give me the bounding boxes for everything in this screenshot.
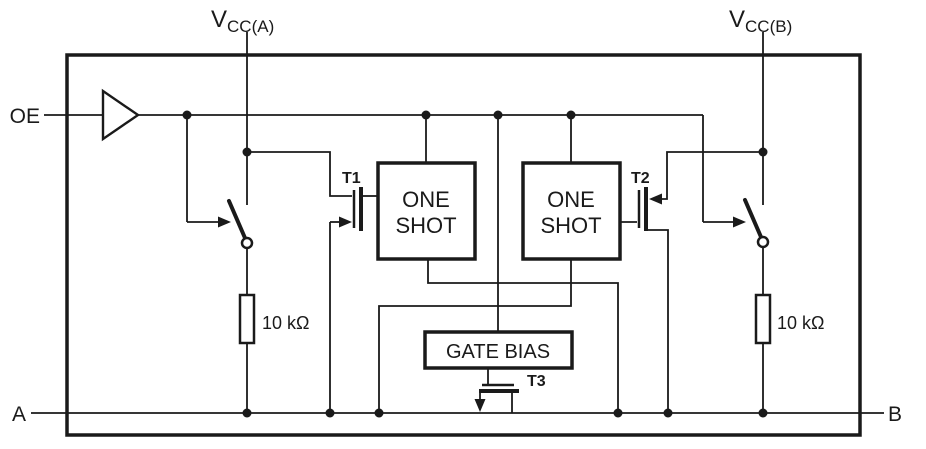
one-shot-a-label-line2: SHOT — [395, 213, 456, 238]
junction-dot — [242, 408, 252, 418]
junction-dots — [182, 110, 768, 418]
junction-dot — [421, 110, 431, 120]
one-shot-a-block: ONE SHOT — [376, 115, 619, 413]
transistor-t2: T2 — [620, 151, 763, 413]
switch-a-contact-icon — [240, 236, 254, 250]
gate-bias-box — [423, 330, 574, 370]
ab-bus: A B — [12, 403, 902, 426]
resistor-b-value: 10 kΩ — [777, 313, 824, 333]
oe-buffer-icon — [101, 88, 141, 142]
one-shot-a-label-line1: ONE — [402, 187, 450, 212]
pullup-resistor-b: 10 kΩ — [754, 293, 824, 413]
one-shot-b-block: ONE SHOT — [378, 115, 622, 413]
resistor-a-body-icon — [238, 293, 256, 345]
junction-dot — [566, 110, 576, 120]
junction-dot — [613, 408, 623, 418]
t2-drain-wire — [648, 229, 669, 413]
t2-source-arrow-icon — [649, 193, 662, 205]
t1-gate-wire — [247, 151, 352, 197]
junction-dot — [242, 147, 252, 157]
port-b-label: B — [888, 403, 902, 426]
switch-a — [227, 152, 254, 295]
vcc-a-supply: VCC(A) — [211, 6, 274, 152]
t1-source-arrow-icon — [339, 216, 352, 228]
vcc-b-label: VCC(B) — [729, 6, 792, 36]
one-shot-b-label-line2: SHOT — [540, 213, 601, 238]
oe-input: OE — [10, 88, 141, 142]
t3-source-arrow-icon — [474, 399, 486, 412]
vcc-a-label: VCC(A) — [211, 6, 274, 36]
one-shot-a-box — [376, 161, 477, 261]
switch-b-blade-icon — [743, 198, 763, 239]
junction-dot — [758, 408, 768, 418]
resistor-a-value: 10 kΩ — [262, 313, 309, 333]
one-shot-a-output-wire — [427, 259, 619, 413]
oe-net — [138, 114, 746, 332]
one-shot-b-label-line1: ONE — [547, 187, 595, 212]
transistor-t3: T3 — [474, 368, 546, 413]
left-switch-arrow-icon — [218, 216, 231, 228]
junction-dot — [374, 408, 384, 418]
gate-bias-label: GATE BIAS — [446, 341, 550, 363]
transistor-t1: T1 — [247, 151, 378, 413]
switch-b-contact-icon — [756, 235, 770, 249]
junction-dot — [758, 147, 768, 157]
switch-b — [743, 152, 770, 295]
t2-label: T2 — [631, 170, 650, 187]
right-switch-arrow-icon — [733, 216, 746, 228]
switch-a-blade-icon — [227, 199, 247, 240]
junction-dot — [325, 408, 335, 418]
t3-label: T3 — [527, 373, 546, 390]
oe-label: OE — [10, 105, 40, 128]
gate-bias-block: GATE BIAS — [423, 330, 574, 370]
junction-dot — [182, 110, 192, 120]
port-a-label: A — [12, 403, 26, 426]
pullup-resistor-a: 10 kΩ — [238, 293, 309, 413]
t2-source-wire — [660, 151, 763, 200]
vcc-b-supply: VCC(B) — [729, 6, 792, 152]
t1-label: T1 — [342, 170, 361, 187]
resistor-b-body-icon — [754, 293, 772, 345]
junction-dot — [493, 110, 503, 120]
one-shot-b-box — [521, 161, 622, 261]
one-shot-b-output-wire — [378, 259, 572, 413]
junction-dot — [663, 408, 673, 418]
